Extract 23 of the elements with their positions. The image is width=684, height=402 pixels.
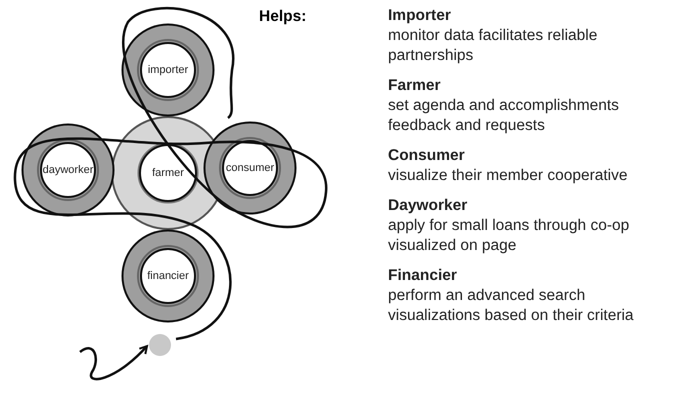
role-description: visualize their member cooperative	[388, 166, 628, 186]
role-description: perform an advanced search visualizations based on their criteria	[388, 286, 635, 326]
ring-circle	[121, 23, 215, 117]
role-heading: Dayworker	[388, 196, 468, 216]
role-heading: Importer	[388, 6, 451, 26]
ring-circle	[21, 123, 115, 217]
role-heading: Financier	[388, 266, 457, 286]
role-description: set agenda and accomplishments feedback and requests	[388, 96, 620, 136]
role-heading: Consumer	[388, 146, 465, 166]
node-label: dayworker	[42, 164, 94, 176]
ring-circle	[121, 229, 215, 323]
hub-circle	[137, 142, 199, 204]
start-dot	[149, 334, 171, 356]
role-description: monitor data facilitates reliable partnerships	[388, 26, 598, 66]
curved-arrow	[79, 345, 148, 380]
role-heading: Farmer	[388, 76, 441, 96]
node-label: consumer	[224, 162, 276, 174]
heading: Helps:	[259, 8, 306, 26]
node-label: farmer	[151, 167, 185, 179]
node-label: importer	[146, 64, 190, 76]
node-label: financier	[146, 270, 190, 282]
role-description: apply for small loans through co-op visualized on page	[388, 216, 630, 256]
ring-circle	[203, 121, 297, 215]
